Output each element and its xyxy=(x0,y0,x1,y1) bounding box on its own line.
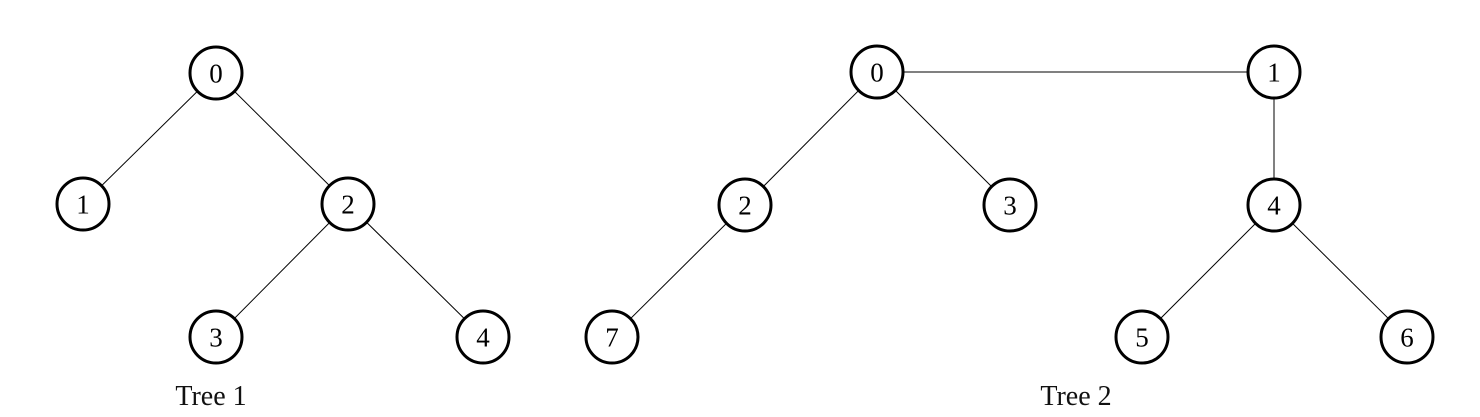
tree2-node-6-label: 6 xyxy=(1400,322,1414,352)
tree2-node-1-circle xyxy=(1246,44,1302,100)
tree1-node-0-label: 0 xyxy=(209,58,223,88)
tree2-edge-4-5 xyxy=(1141,204,1275,338)
tree2-node-3-circle xyxy=(982,177,1038,233)
tree2-node-7: 7 xyxy=(584,309,640,365)
tree2-node-5-label: 5 xyxy=(1135,322,1149,352)
tree1-node-2-label: 2 xyxy=(341,189,355,219)
tree2-edge-0-2 xyxy=(744,71,878,206)
tree2-caption: Tree 2 xyxy=(1040,381,1111,412)
tree2-node-4-label: 4 xyxy=(1267,190,1281,220)
tree1-node-0: 0 xyxy=(188,45,244,101)
tree2-edge-0-3 xyxy=(876,71,1011,206)
tree2-node-1-label: 1 xyxy=(1267,57,1281,87)
tree1-node-4-label: 4 xyxy=(476,322,490,352)
tree2-node-3-label: 3 xyxy=(1003,190,1017,220)
tree1-caption: Tree 1 xyxy=(175,381,246,412)
tree1-edge-2-4 xyxy=(347,203,484,338)
tree2-node-5: 5 xyxy=(1114,309,1170,365)
tree1-node-0-circle xyxy=(188,45,244,101)
tree2-node-7-circle xyxy=(584,309,640,365)
tree2-node-2-label: 2 xyxy=(738,190,752,220)
tree2-node-0-label: 0 xyxy=(870,57,884,87)
tree2-edge-2-7 xyxy=(611,204,746,338)
tree1-node-1: 1 xyxy=(55,176,111,232)
tree1-node-2: 2 xyxy=(320,176,376,232)
tree1-node-3: 3 xyxy=(188,309,244,365)
nodes-layer: 0 1 2 3 4 0 1 2 3 4 7 5 6 xyxy=(55,44,1435,365)
tree1-node-2-circle xyxy=(320,176,376,232)
tree2-node-4: 4 xyxy=(1246,177,1302,233)
tree2-node-5-circle xyxy=(1114,309,1170,365)
tree1-edge-0-1 xyxy=(82,72,217,205)
tree1-node-3-label: 3 xyxy=(209,322,223,352)
tree2-edge-4-6 xyxy=(1273,204,1408,338)
tree2-node-7-label: 7 xyxy=(605,322,619,352)
tree1-node-1-label: 1 xyxy=(76,189,90,219)
tree1-node-3-circle xyxy=(188,309,244,365)
tree2-node-2: 2 xyxy=(717,177,773,233)
tree2-node-3: 3 xyxy=(982,177,1038,233)
tree2-node-1: 1 xyxy=(1246,44,1302,100)
tree2-node-4-circle xyxy=(1246,177,1302,233)
tree2-node-6-circle xyxy=(1379,309,1435,365)
edges-layer xyxy=(82,71,1408,338)
tree2-node-0-circle xyxy=(849,44,905,100)
tree2-node-2-circle xyxy=(717,177,773,233)
tree1-edge-2-3 xyxy=(215,203,349,338)
tree1-node-4: 4 xyxy=(455,309,511,365)
tree2-node-0: 0 xyxy=(849,44,905,100)
tree1-node-1-circle xyxy=(55,176,111,232)
tree2-node-6: 6 xyxy=(1379,309,1435,365)
tree1-node-4-circle xyxy=(455,309,511,365)
tree1-edge-0-2 xyxy=(215,72,349,205)
